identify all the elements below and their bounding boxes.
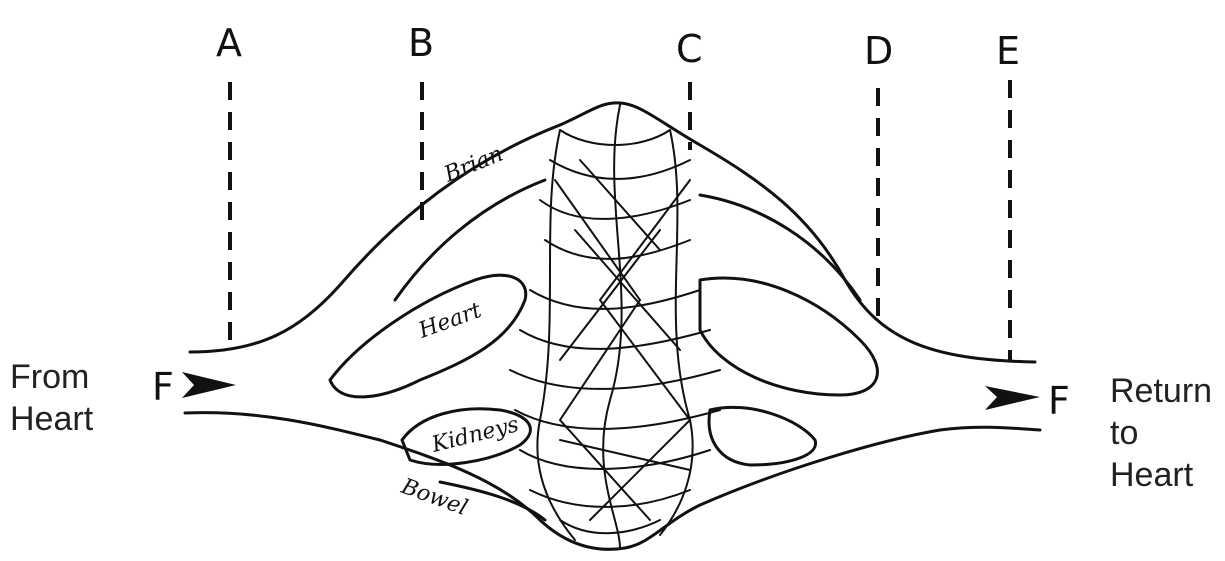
organ-label-brain: Brian	[440, 142, 507, 188]
marker-d-label: D	[864, 29, 893, 73]
marker-f-right-label: F	[1048, 379, 1070, 423]
outflow-arrow-icon	[985, 386, 1040, 410]
marker-e-label: E	[996, 29, 1020, 73]
marker-c-label: C	[676, 27, 703, 71]
organ-label-heart: Heart	[415, 298, 485, 344]
return-to-heart-label: Return to Heart	[1110, 370, 1212, 496]
inflow-arrow-icon	[182, 372, 236, 398]
marker-b-label: B	[408, 21, 434, 65]
kidneys-channel-right	[709, 407, 815, 465]
vessel-lower-wall	[185, 413, 1040, 550]
marker-a-label: A	[216, 21, 242, 65]
from-heart-label: From Heart	[10, 356, 93, 440]
organ-label-bowel: Bowel	[397, 474, 471, 521]
heart-channel-right	[700, 278, 877, 395]
vessel-upper-wall	[190, 103, 1035, 362]
capillary-network	[510, 105, 720, 548]
marker-f-left-label: F	[152, 365, 174, 409]
